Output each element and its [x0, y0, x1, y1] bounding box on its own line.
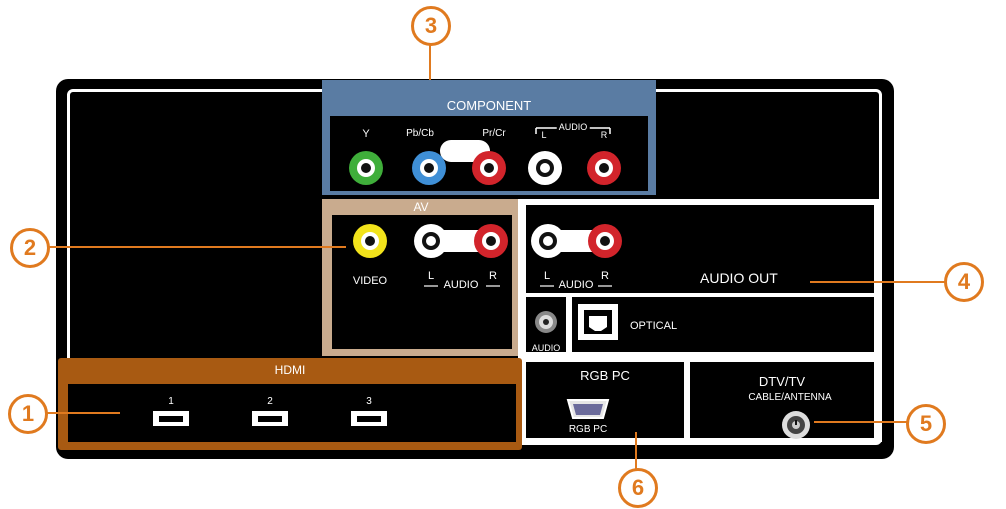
audio-out-jack-r — [588, 224, 622, 258]
dtv-inner — [690, 362, 874, 438]
av-jack-video — [353, 224, 387, 258]
av-jack-audio-r — [474, 224, 508, 258]
av-label-l: L — [427, 270, 435, 282]
audio-out-title: AUDIO OUT — [700, 270, 778, 286]
optical-inner — [572, 297, 874, 352]
pc-audio-label: AUDIO — [531, 343, 561, 353]
hdmi-port-2 — [252, 411, 288, 426]
audio-out-label-audio: AUDIO — [558, 279, 594, 291]
rgb-pc-port-label: RGB PC — [568, 424, 608, 435]
component-label-l: L — [541, 130, 547, 140]
callout-4: 4 — [944, 262, 984, 302]
hdmi-port-label-2: 2 — [267, 396, 273, 407]
component-label-r: R — [600, 130, 608, 140]
component-jack-pb — [412, 151, 446, 185]
audio-out-label-r: R — [601, 270, 609, 282]
component-jack-y — [349, 151, 383, 185]
av-title: AV — [413, 200, 429, 214]
audio-out-label-l: L — [543, 270, 551, 282]
audio-out-jack-l — [531, 224, 565, 258]
component-label-y: Y — [362, 128, 370, 140]
component-title: COMPONENT — [446, 98, 532, 113]
pc-audio-jack — [535, 311, 557, 333]
callout-6: 6 — [618, 468, 658, 508]
component-label-audio: AUDIO — [556, 122, 590, 132]
vga-port — [566, 399, 610, 419]
hdmi-title: HDMI — [274, 363, 306, 377]
callout-3: 3 — [411, 6, 451, 46]
hdmi-port-label-1: 1 — [168, 396, 174, 407]
hdmi-port-1 — [153, 411, 189, 426]
dtv-title: DTV/TV — [758, 374, 806, 389]
av-jack-audio-l — [414, 224, 448, 258]
av-label-video: VIDEO — [352, 275, 388, 287]
hdmi-port-3 — [351, 411, 387, 426]
rgb-pc-title: RGB PC — [580, 368, 630, 383]
callout-1: 1 — [8, 394, 48, 434]
component-label-pb: Pb/Cb — [406, 128, 434, 139]
component-jack-audio-l — [528, 151, 562, 185]
component-label-pr: Pr/Cr — [482, 128, 506, 139]
component-jack-audio-r — [587, 151, 621, 185]
av-label-r: R — [489, 270, 497, 282]
coax-connector — [782, 411, 810, 439]
optical-label: OPTICAL — [630, 320, 678, 332]
dtv-subtitle: CABLE/ANTENNA — [748, 392, 832, 403]
callout-2: 2 — [10, 228, 50, 268]
callout-5: 5 — [906, 404, 946, 444]
hdmi-port-area — [66, 382, 518, 444]
optical-port — [578, 304, 618, 340]
hdmi-port-label-3: 3 — [366, 396, 372, 407]
component-jack-pr — [472, 151, 506, 185]
av-label-audio: AUDIO — [443, 279, 479, 291]
